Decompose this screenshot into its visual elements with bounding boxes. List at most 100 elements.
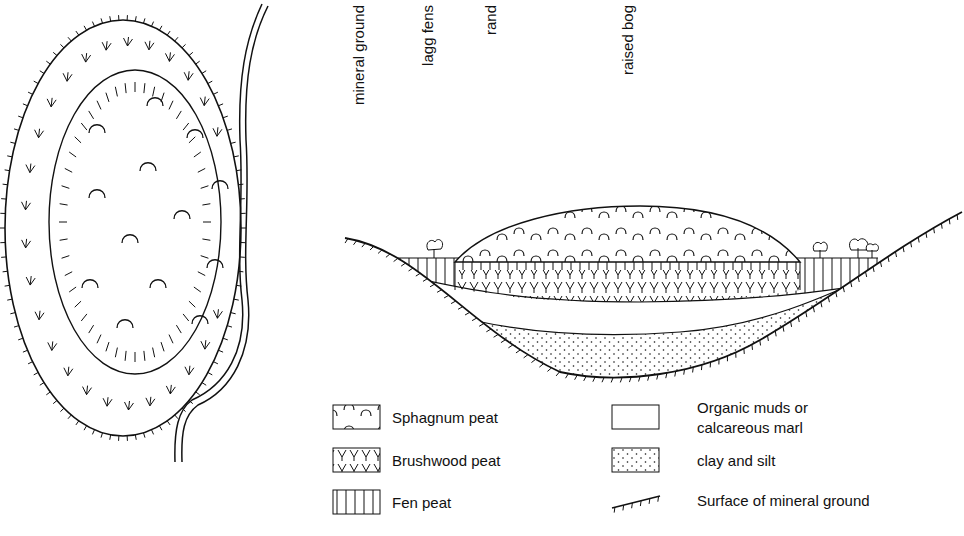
rand-dash (144, 83, 145, 93)
ground-tick (118, 436, 119, 441)
grass-symbol (64, 367, 73, 376)
ground-tick (354, 240, 357, 244)
rand-dash (135, 82, 136, 92)
rand-dash (176, 111, 181, 119)
ground-tick (135, 435, 137, 440)
ground-tick (213, 92, 218, 94)
sphagnum-symbol (174, 211, 190, 219)
rand-dash (60, 204, 68, 205)
rand-dash (203, 222, 211, 223)
ground-tick (231, 313, 236, 314)
ground-tick (118, 15, 119, 20)
zone-label: lagg fens (419, 5, 436, 66)
ground-tick (28, 362, 33, 364)
ground-tick (444, 295, 449, 298)
ground-tick (241, 228, 246, 229)
ground-tick (240, 198, 245, 199)
ground-tick (92, 430, 94, 435)
rand-dash (65, 272, 72, 276)
rand-dash (183, 314, 189, 321)
ground-tick (234, 156, 239, 157)
rand-dash (189, 301, 195, 307)
ground-tick (767, 336, 769, 341)
ground-tick (888, 257, 889, 262)
rand-dash (135, 352, 136, 362)
ground-tick (941, 223, 943, 228)
ground-tick (718, 359, 719, 364)
grass-symbol (166, 385, 175, 394)
ground-tick (109, 16, 111, 21)
ground-tick (639, 376, 641, 381)
ground-tick (101, 18, 102, 23)
ground-tick (479, 324, 484, 327)
rand-dash (183, 123, 189, 130)
ground-tick (227, 326, 232, 327)
zone-label: mineral ground (350, 5, 367, 105)
grass-symbol (63, 72, 72, 81)
rand-dash (201, 186, 209, 189)
ground-tick (135, 16, 137, 21)
ground-tick (727, 356, 728, 361)
ground-tick (60, 408, 64, 412)
rand-dash (69, 287, 76, 292)
zone-label: rand (482, 5, 499, 35)
rand-dash (161, 93, 164, 102)
ground-tick (858, 277, 859, 282)
ground-tick (836, 292, 837, 297)
ground-tick (167, 421, 170, 425)
ground-tick (40, 383, 44, 386)
ground-tick (175, 37, 178, 41)
ground-tick (925, 232, 927, 237)
ground-tick (46, 61, 50, 64)
ground-tick (92, 22, 94, 27)
ground-tick (5, 285, 10, 287)
ground-tick (516, 350, 520, 353)
ground-tick (101, 433, 102, 438)
ground-tick (143, 18, 144, 23)
ground-tick (0, 242, 5, 243)
legend-text: clay and silt (697, 451, 775, 471)
ground-tick (648, 375, 649, 380)
rand-dash (125, 351, 126, 361)
ground-tick (236, 285, 241, 287)
grass-symbol (124, 401, 133, 410)
rand-dash (169, 335, 173, 344)
ground-tick (710, 362, 711, 367)
grass-symbol (48, 341, 57, 350)
ground-tick (547, 368, 551, 372)
rand-dash (75, 301, 81, 307)
ground-tick (3, 184, 8, 186)
rand-dash (81, 314, 87, 321)
grass-symbol (35, 311, 44, 320)
ground-tick (202, 71, 206, 74)
ground-tick (657, 374, 658, 379)
ground-tick (735, 352, 736, 357)
ground-tick (494, 334, 499, 337)
ground-tick (7, 299, 12, 300)
ground-tick (152, 22, 154, 27)
ground-tick (602, 377, 604, 382)
ground-tick (949, 219, 951, 224)
ground-tick (231, 142, 236, 143)
ground-tick (109, 435, 111, 440)
ground-tick (798, 317, 799, 322)
ground-tick (18, 116, 23, 118)
ground-tick (821, 302, 822, 307)
ground-tick (775, 331, 777, 336)
ground-tick (7, 156, 12, 157)
ground-tick (903, 247, 904, 252)
ground-tick (196, 61, 200, 64)
ground-tick (208, 81, 212, 83)
ground-tick (5, 169, 10, 171)
ground-tick (683, 369, 685, 374)
ground-tick (40, 71, 44, 74)
rand-dash (115, 87, 117, 97)
ground-tick (236, 169, 241, 171)
ground-tick (53, 400, 57, 403)
ground-tick (430, 284, 435, 287)
ground-tick (227, 129, 232, 130)
ground-tick (918, 237, 920, 242)
rand-dash (144, 351, 145, 361)
ground-tick (14, 326, 19, 327)
rand-dash (194, 287, 201, 292)
